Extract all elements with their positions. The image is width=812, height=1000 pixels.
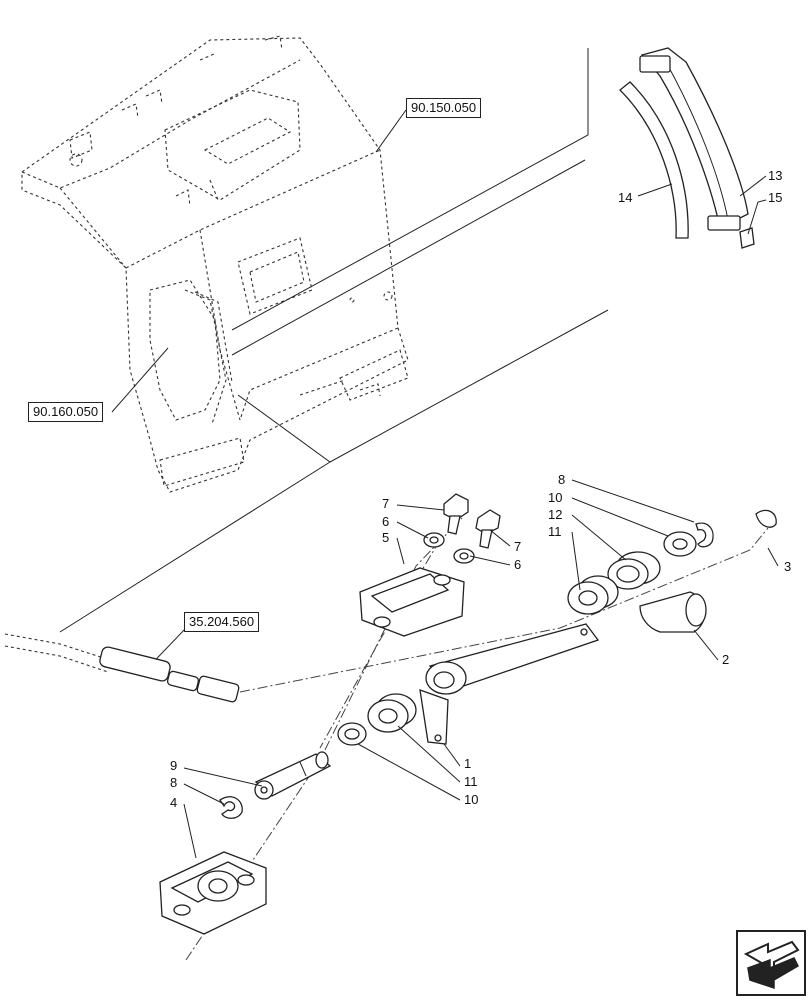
inset-guide-parts <box>619 47 767 249</box>
bearing-housing-lower-4 <box>159 851 267 935</box>
callout-7: 7 <box>514 539 521 554</box>
callout-9: 9 <box>170 758 177 773</box>
callout-2: 2 <box>722 652 729 667</box>
callout-5: 5 <box>382 530 389 545</box>
callout-11: 11 <box>464 774 478 789</box>
cap-3 <box>755 509 777 528</box>
reference-link-cable[interactable]: 35.204.560 <box>184 612 260 632</box>
handle-knob-2 <box>639 591 707 633</box>
reference-link-deflector[interactable]: 90.160.050 <box>28 402 104 422</box>
circlip-8a <box>695 522 714 548</box>
circlip-8b <box>219 796 243 819</box>
callout-6: 6 <box>382 514 389 529</box>
bolt-7b <box>475 509 501 549</box>
lever-1 <box>419 623 600 745</box>
control-cable <box>4 633 240 703</box>
callout-15: 15 <box>768 190 782 205</box>
arrow-return-icon <box>743 940 800 990</box>
callout-14: 14 <box>618 190 632 205</box>
callout-leaders <box>183 479 779 859</box>
callout-3: 3 <box>784 559 791 574</box>
callout-6: 6 <box>514 557 521 572</box>
machine-frame-assembly <box>21 35 409 493</box>
callout-1: 1 <box>464 756 471 771</box>
callout-11: 11 <box>548 524 562 539</box>
navigation-button[interactable] <box>736 930 806 996</box>
bearing-11b <box>367 693 417 733</box>
shaft-9 <box>254 751 332 800</box>
bearing-11a <box>567 575 619 615</box>
callout-8: 8 <box>170 775 177 790</box>
leader-sheet-frame <box>375 109 407 153</box>
callout-10: 10 <box>548 490 562 505</box>
callout-12: 12 <box>548 507 562 522</box>
callout-4: 4 <box>170 795 177 810</box>
callout-13: 13 <box>768 168 782 183</box>
callout-7: 7 <box>382 496 389 511</box>
bearing-housing-upper-5 <box>359 567 465 637</box>
bolt-7a <box>443 493 469 535</box>
leader-deflector <box>111 347 169 413</box>
bushing-12 <box>607 551 661 590</box>
section-lines <box>59 48 609 633</box>
callout-8: 8 <box>558 472 565 487</box>
reference-link-sheet-frame[interactable]: 90.150.050 <box>406 98 482 118</box>
callout-10: 10 <box>464 792 478 807</box>
assembly-axes <box>185 517 769 961</box>
